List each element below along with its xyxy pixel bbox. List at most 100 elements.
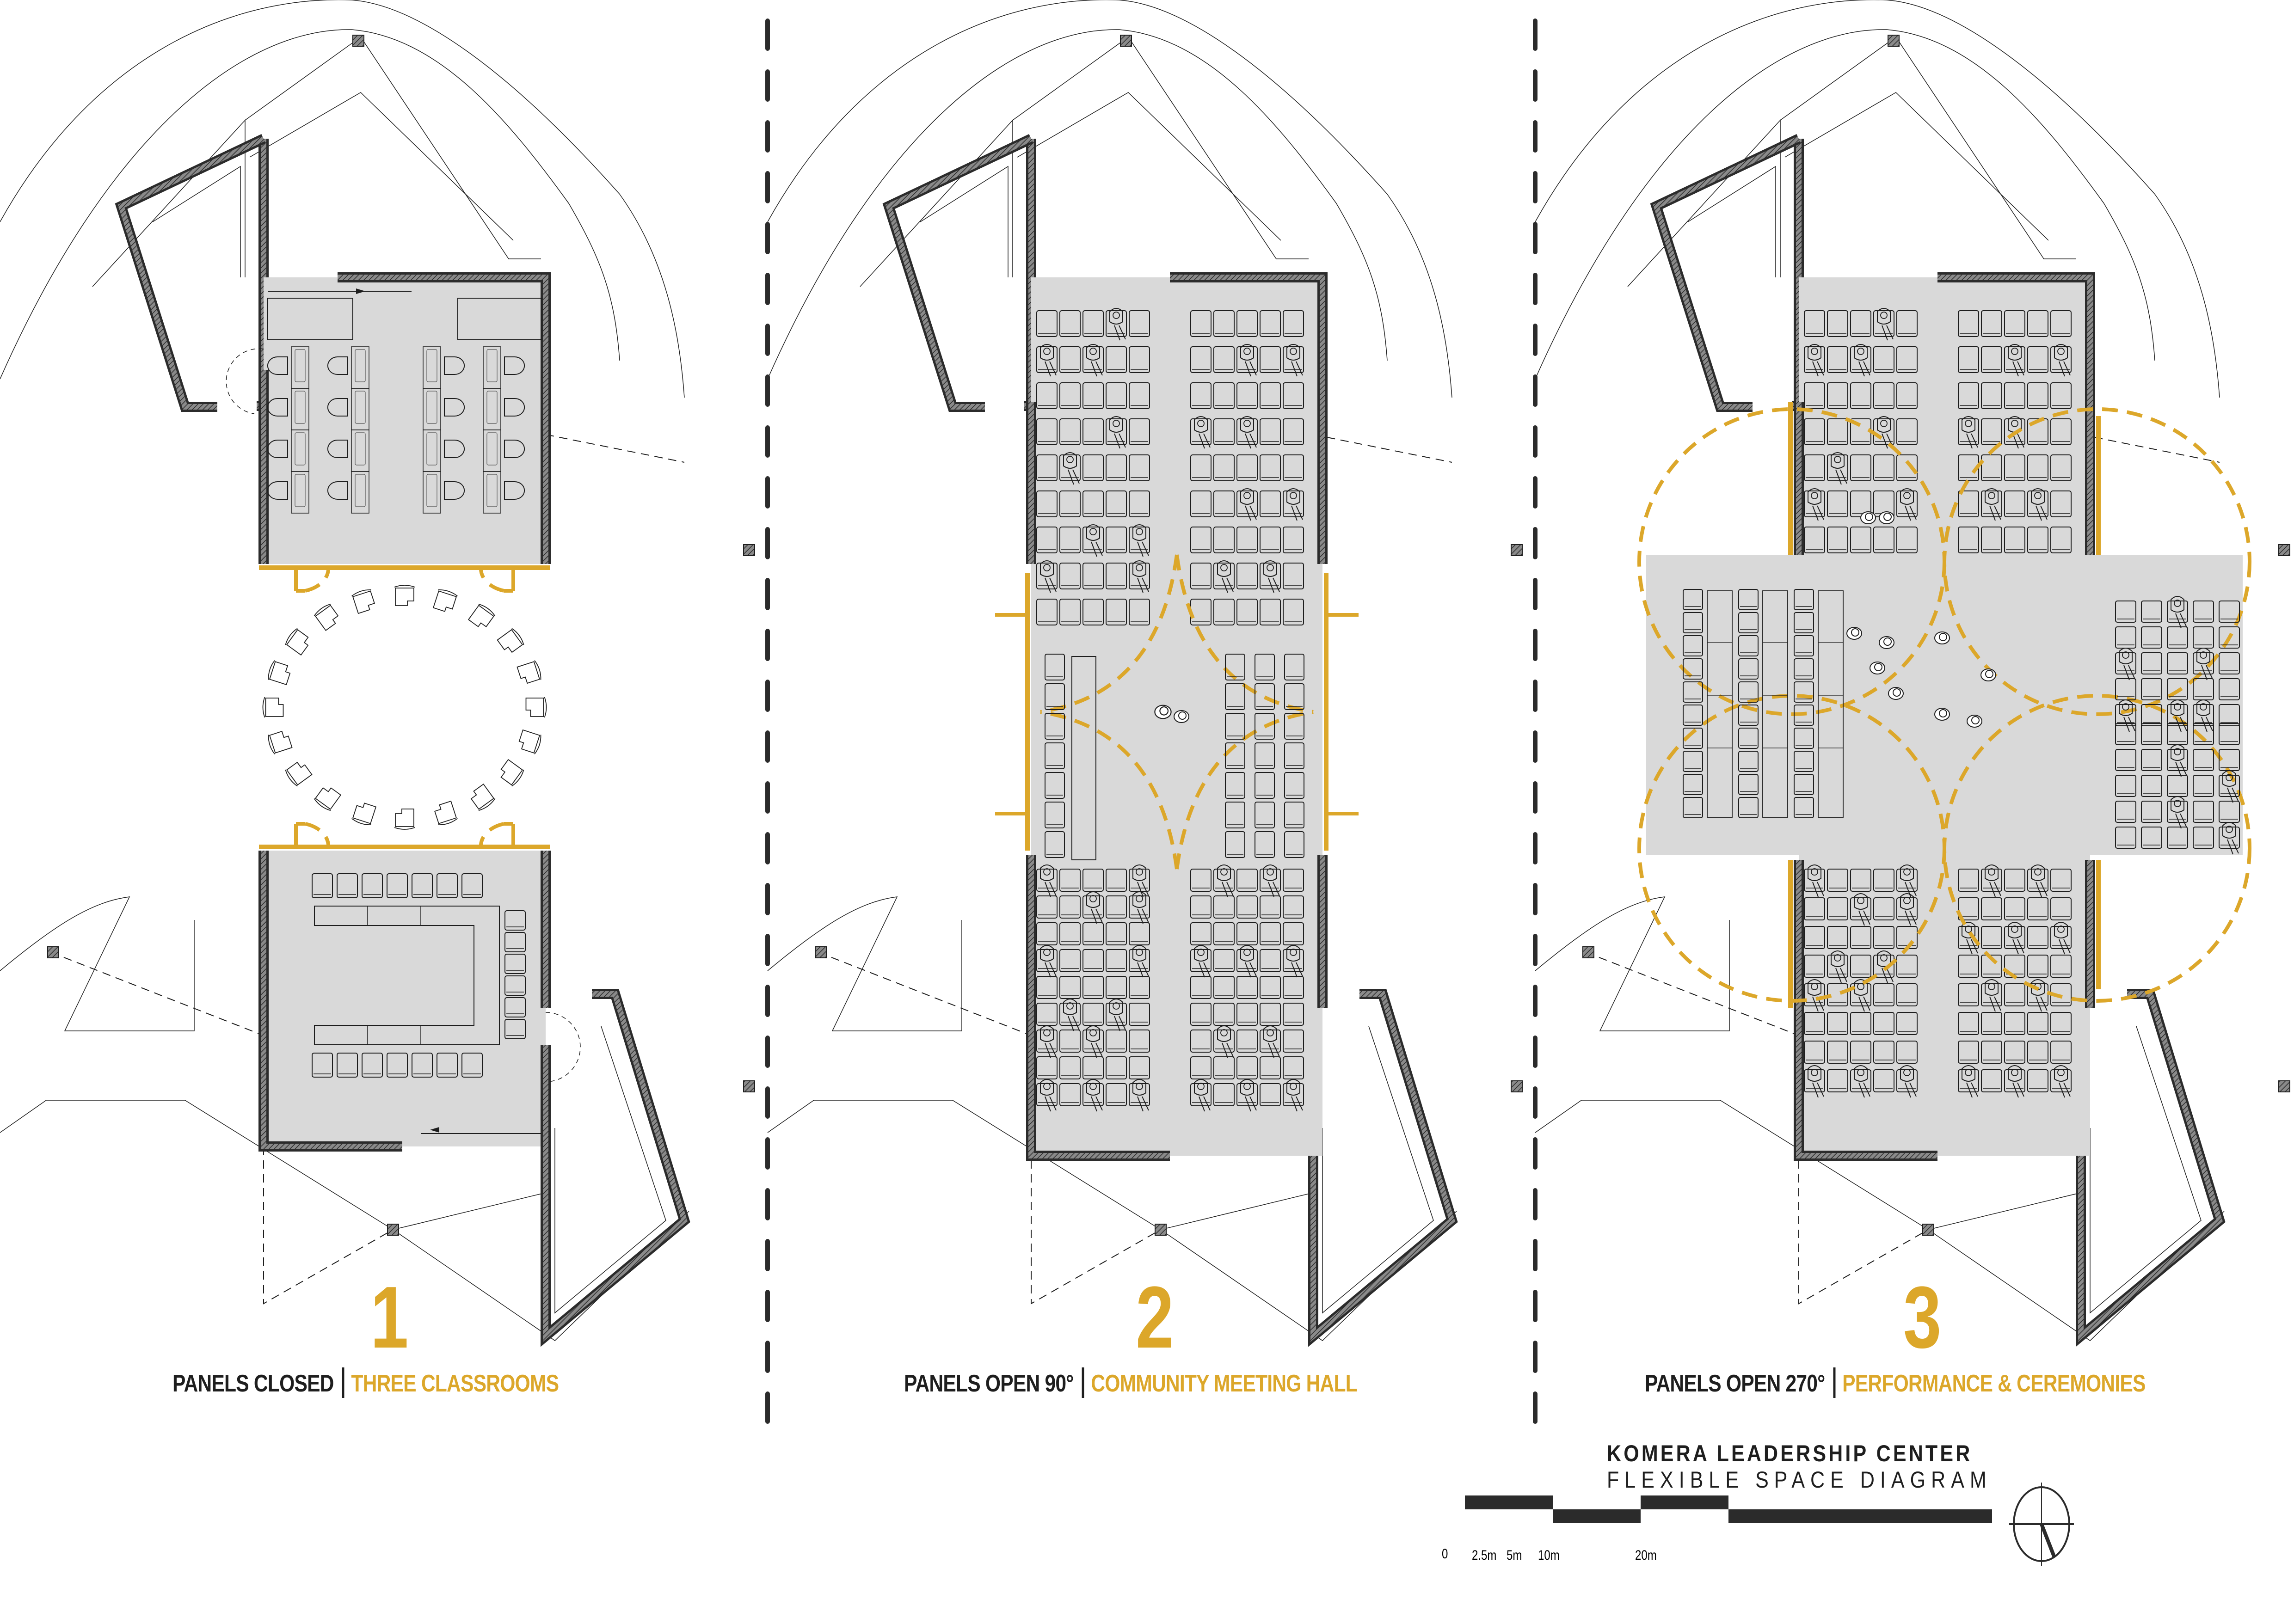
chair — [1082, 490, 1104, 517]
chair — [1804, 897, 1825, 920]
chair — [1981, 490, 2002, 517]
seated-body — [1240, 1079, 1254, 1096]
chair — [1738, 589, 1759, 610]
chair — [2004, 346, 2025, 373]
chair — [2004, 527, 2025, 553]
chair — [1873, 1041, 1894, 1064]
seated-body — [1831, 950, 1845, 967]
chair — [1213, 1056, 1235, 1079]
project-title: KOMERA LEADERSHIP CENTER — [1607, 1440, 1973, 1466]
chair — [2193, 827, 2214, 849]
chair — [1236, 382, 1258, 409]
chair — [1213, 563, 1235, 589]
chair — [1873, 955, 1894, 978]
tablet-chair — [269, 730, 293, 754]
lower-path — [0, 1100, 546, 1230]
north-arrow-needle — [2040, 1523, 2056, 1558]
caption-divider — [342, 1367, 344, 1398]
seated-head — [1043, 1083, 1051, 1090]
panel-3-number: 3 — [1903, 1269, 1942, 1367]
seated-legs — [1966, 1082, 1978, 1098]
circle-chair — [314, 787, 342, 811]
seated-legs — [1091, 908, 1103, 924]
chair — [1213, 949, 1235, 972]
chair — [1896, 454, 1918, 481]
hall-west-wall-lower-hatch — [1028, 855, 1170, 1158]
chair-back — [511, 769, 524, 787]
chair — [1284, 831, 1304, 858]
chair — [1827, 1041, 1848, 1064]
seated-head — [2057, 925, 2065, 933]
seated-person-icon — [1286, 488, 1303, 521]
seated-head — [1136, 895, 1143, 902]
chair — [2050, 527, 2072, 553]
seated-body — [1240, 488, 1254, 505]
seated-person-icon — [1086, 1025, 1103, 1058]
seated-body — [1877, 308, 1891, 325]
chair — [1190, 949, 1212, 972]
chair — [1873, 454, 1894, 481]
seated-legs — [1091, 1096, 1103, 1112]
chair — [1981, 983, 2002, 1006]
chair — [1850, 926, 1871, 949]
seated-head — [1290, 1083, 1297, 1090]
chair — [1850, 527, 1871, 553]
chair — [1236, 1030, 1258, 1053]
circle-chair — [262, 697, 284, 718]
seated-legs — [1291, 1096, 1303, 1112]
tablet-chair — [269, 661, 291, 686]
chair — [1804, 490, 1825, 517]
chair — [2050, 454, 2072, 481]
chair — [1036, 1083, 1058, 1106]
tablet-chair — [517, 661, 541, 684]
chair — [1850, 454, 1871, 481]
chair — [1981, 346, 2002, 373]
chair — [2219, 678, 2240, 700]
seated-body — [1194, 416, 1208, 433]
chair — [1804, 454, 1825, 481]
chair — [1129, 454, 1150, 481]
panel-1-use: THREE CLASSROOMS — [351, 1370, 559, 1397]
seated-legs — [1091, 541, 1103, 557]
chair — [2219, 626, 2240, 649]
chair — [1106, 1003, 1127, 1026]
seated-body — [1109, 308, 1123, 325]
seated-head — [1043, 564, 1051, 571]
seated-person-icon — [1808, 864, 1824, 897]
seated-body — [1194, 1079, 1208, 1096]
seated-head — [2011, 1069, 2018, 1076]
chair — [1213, 527, 1235, 553]
computer-icon — [486, 391, 498, 424]
chair — [1225, 654, 1245, 680]
column-marker — [2278, 1080, 2290, 1092]
seated-head — [1811, 983, 1818, 990]
chair — [1794, 728, 1814, 749]
chair — [1190, 454, 1212, 481]
seated-head — [1113, 420, 1120, 427]
dashed-sightline — [1313, 434, 1452, 463]
circle-chair — [518, 729, 541, 754]
seated-person-icon — [1962, 1065, 1978, 1098]
chair — [1958, 955, 1979, 978]
chair — [1036, 310, 1058, 337]
chair — [1873, 897, 1894, 920]
chair — [1981, 1069, 2002, 1092]
panel-swing-circle — [1943, 694, 2251, 1003]
seated-person-icon — [1263, 864, 1280, 897]
seated-body — [1985, 488, 1999, 505]
seated-body — [1286, 945, 1300, 962]
seated-body — [1808, 344, 1821, 361]
chair — [504, 398, 525, 417]
chair — [1082, 454, 1104, 481]
chair — [2027, 382, 2048, 409]
seated-person-icon — [1240, 344, 1257, 377]
seated-head — [1243, 420, 1251, 427]
person-head — [1985, 670, 1993, 678]
storage-cabinet — [457, 298, 542, 340]
scale-tick-20m: 20m — [1635, 1548, 1657, 1563]
chair — [1190, 527, 1212, 553]
diagram-subtitle: FLEXIBLE SPACE DIAGRAM — [1607, 1467, 1992, 1493]
chair — [1283, 1083, 1304, 1106]
dashed-sightline — [1586, 952, 1799, 1036]
chair — [2141, 801, 2162, 823]
